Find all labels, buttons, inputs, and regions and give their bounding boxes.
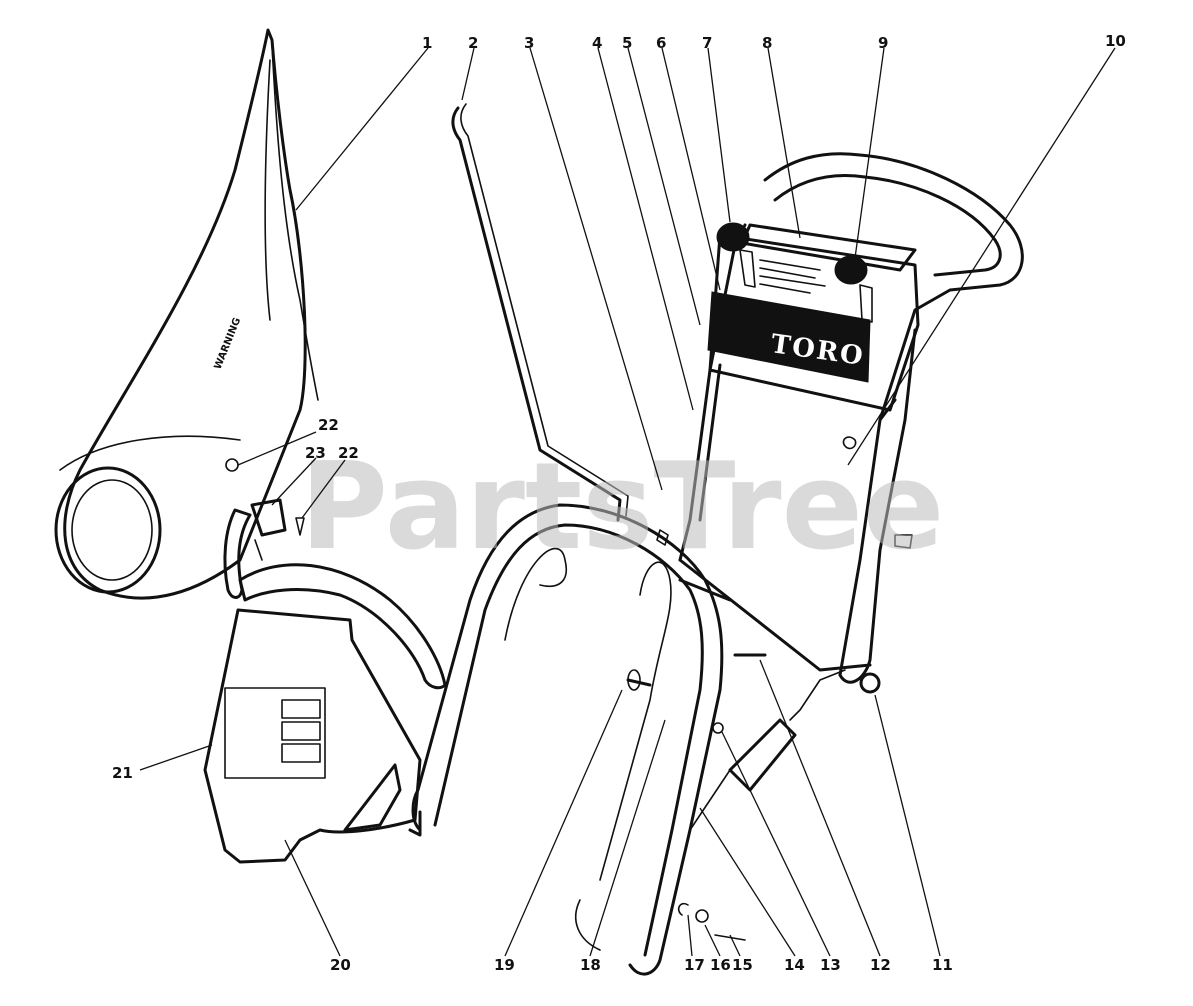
callout-8: 8 <box>762 34 772 52</box>
callout-18: 18 <box>580 956 601 974</box>
choke-knob <box>834 255 868 285</box>
callout-12: 12 <box>870 956 891 974</box>
callout-4: 4 <box>592 34 602 52</box>
callout-22-top: 22 <box>318 416 339 434</box>
callout-15: 15 <box>732 956 753 974</box>
bag-warning-label: WARNING <box>213 316 244 371</box>
callout-9: 9 <box>878 34 888 52</box>
callout-10: 10 <box>1105 32 1126 50</box>
callout-1: 1 <box>422 34 432 52</box>
grass-bag: WARNING <box>54 28 319 600</box>
callout-3: 3 <box>524 34 534 52</box>
callout-labels: 1 2 3 4 5 6 7 8 9 10 11 12 13 14 15 16 1… <box>112 32 1126 974</box>
bag-adapter <box>203 458 447 864</box>
callout-7: 7 <box>702 34 712 52</box>
throttle-knob <box>716 222 750 252</box>
callout-17: 17 <box>684 956 705 974</box>
partstree-watermark: PartsTree <box>300 438 944 577</box>
callout-11: 11 <box>932 956 953 974</box>
lower-handle <box>408 436 913 976</box>
callout-14: 14 <box>784 956 805 974</box>
upper-handle: TORO <box>678 152 1024 684</box>
callout-19: 19 <box>494 956 515 974</box>
callout-22-lower: 22 <box>338 444 359 462</box>
control-rod <box>451 103 629 522</box>
callout-16: 16 <box>710 956 731 974</box>
callout-2: 2 <box>468 34 478 52</box>
callout-23: 23 <box>305 444 326 462</box>
callout-20: 20 <box>330 956 351 974</box>
callout-21: 21 <box>112 764 133 782</box>
callout-5: 5 <box>622 34 632 52</box>
leader-lines <box>139 47 1116 957</box>
toro-decal: TORO <box>707 291 871 383</box>
callout-6: 6 <box>656 34 666 52</box>
callout-13: 13 <box>820 956 841 974</box>
